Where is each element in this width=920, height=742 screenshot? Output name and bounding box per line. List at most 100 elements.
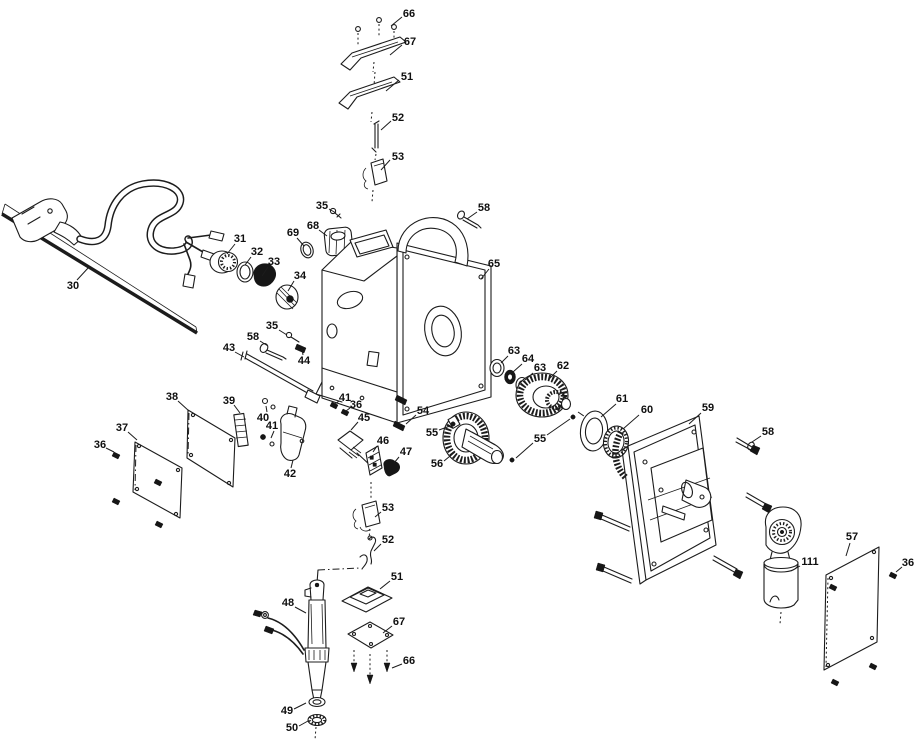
leader-line-58 (259, 340, 269, 347)
part-label-30: 30 (67, 280, 79, 292)
part-label-40: 40 (257, 412, 269, 424)
leader-line-58 (751, 435, 762, 443)
leader-line-68 (318, 229, 328, 237)
part-label-63: 63 (508, 345, 520, 357)
leader-line-50 (298, 720, 309, 727)
part-label-32: 32 (251, 246, 263, 258)
part-label-31: 31 (234, 233, 246, 245)
leader-line-35 (328, 208, 337, 214)
leader-line-55 (438, 425, 451, 431)
part-label-63: 63 (534, 362, 546, 374)
part-label-111: 111 (801, 556, 818, 568)
part-label-67: 67 (404, 36, 416, 48)
part-label-61: 61 (616, 393, 628, 405)
leader-line-53 (374, 511, 382, 518)
leader-line-65 (480, 268, 490, 280)
leader-line-60 (622, 414, 640, 430)
power-cord (11, 179, 225, 289)
part-label-58: 58 (478, 202, 490, 214)
part-label-48: 48 (282, 597, 294, 609)
leader-line-52 (373, 543, 382, 552)
part-label-42: 42 (284, 468, 296, 480)
leader-line-44 (301, 348, 304, 356)
leader-line-42 (290, 459, 294, 469)
part-label-46: 46 (377, 435, 389, 447)
leader-line-66 (390, 16, 403, 27)
part-label-68: 68 (307, 220, 319, 232)
part-label-55: 55 (426, 427, 438, 439)
part-label-44: 44 (298, 355, 311, 367)
gearcase-housing (593, 415, 773, 585)
leader-line-55 (546, 418, 571, 436)
part-label-51: 51 (401, 71, 413, 83)
part-label-36: 36 (350, 399, 362, 411)
part-label-41: 41 (266, 420, 278, 432)
leader-line-48 (294, 606, 307, 614)
field-cylinder (252, 579, 330, 741)
leader-line-30 (76, 266, 90, 281)
leader-line-35 (278, 329, 288, 336)
leader-line-41 (334, 400, 340, 405)
part-label-49: 49 (281, 705, 293, 717)
part-label-60: 60 (641, 404, 653, 416)
part-label-53: 53 (382, 502, 394, 514)
leader-line-43 (234, 351, 245, 358)
part-label-62: 62 (557, 360, 569, 372)
leader-line-36 (345, 407, 351, 412)
leader-line-54 (405, 414, 417, 425)
part-label-41: 41 (339, 392, 351, 404)
leader-line-63 (500, 355, 509, 364)
part-label-59: 59 (702, 402, 714, 414)
leader-line-49 (293, 702, 307, 710)
gear-train (442, 358, 630, 465)
part-label-39: 39 (223, 395, 235, 407)
part-label-33: 33 (268, 256, 280, 268)
armature (763, 506, 802, 625)
switch-and-brush-parts (329, 394, 408, 477)
shift-rod-and-screws (240, 331, 321, 404)
part-label-34: 34 (294, 270, 307, 282)
leader-line-56 (443, 451, 456, 462)
part-label-56: 56 (431, 458, 443, 470)
leader-line-51 (385, 79, 400, 92)
part-label-66: 66 (403, 8, 415, 20)
leader-line-53 (380, 159, 391, 171)
leader-line-64 (512, 363, 523, 373)
part-label-55: 55 (534, 433, 546, 445)
leader-line-67 (382, 625, 393, 634)
part-label-66: 66 (403, 655, 415, 667)
part-label-47: 47 (400, 446, 412, 458)
part-label-43: 43 (223, 342, 235, 354)
bottom-fastener-stack (316, 482, 394, 685)
part-label-52: 52 (382, 534, 394, 546)
leader-line-69 (296, 237, 305, 247)
part-label-45: 45 (358, 412, 370, 424)
leader-line-45 (350, 421, 359, 431)
leader-line-61 (600, 403, 617, 418)
leader-line-31 (226, 243, 236, 255)
part-label-38: 38 (166, 391, 178, 403)
leader-line-58 (466, 211, 478, 220)
leader-line-63 (524, 372, 534, 381)
leader-line-55 (515, 442, 534, 459)
part-label-67: 67 (393, 616, 405, 628)
leader-line-59 (688, 412, 702, 425)
leader-line-40 (265, 405, 268, 413)
part-label-36: 36 (94, 439, 106, 451)
side-cover-plate (823, 546, 898, 687)
part-label-50: 50 (286, 722, 298, 734)
part-label-69: 69 (287, 227, 299, 239)
cover-plates-left (111, 397, 307, 529)
leader-line-39 (233, 404, 241, 414)
leader-line-41 (270, 430, 275, 439)
handle (397, 216, 469, 267)
motor-housing (315, 216, 492, 424)
leader-line-38 (177, 400, 190, 412)
part-label-54: 54 (417, 405, 430, 417)
leader-line-33 (261, 266, 269, 277)
leader-line-111 (790, 565, 801, 572)
part-label-53: 53 (392, 151, 404, 163)
